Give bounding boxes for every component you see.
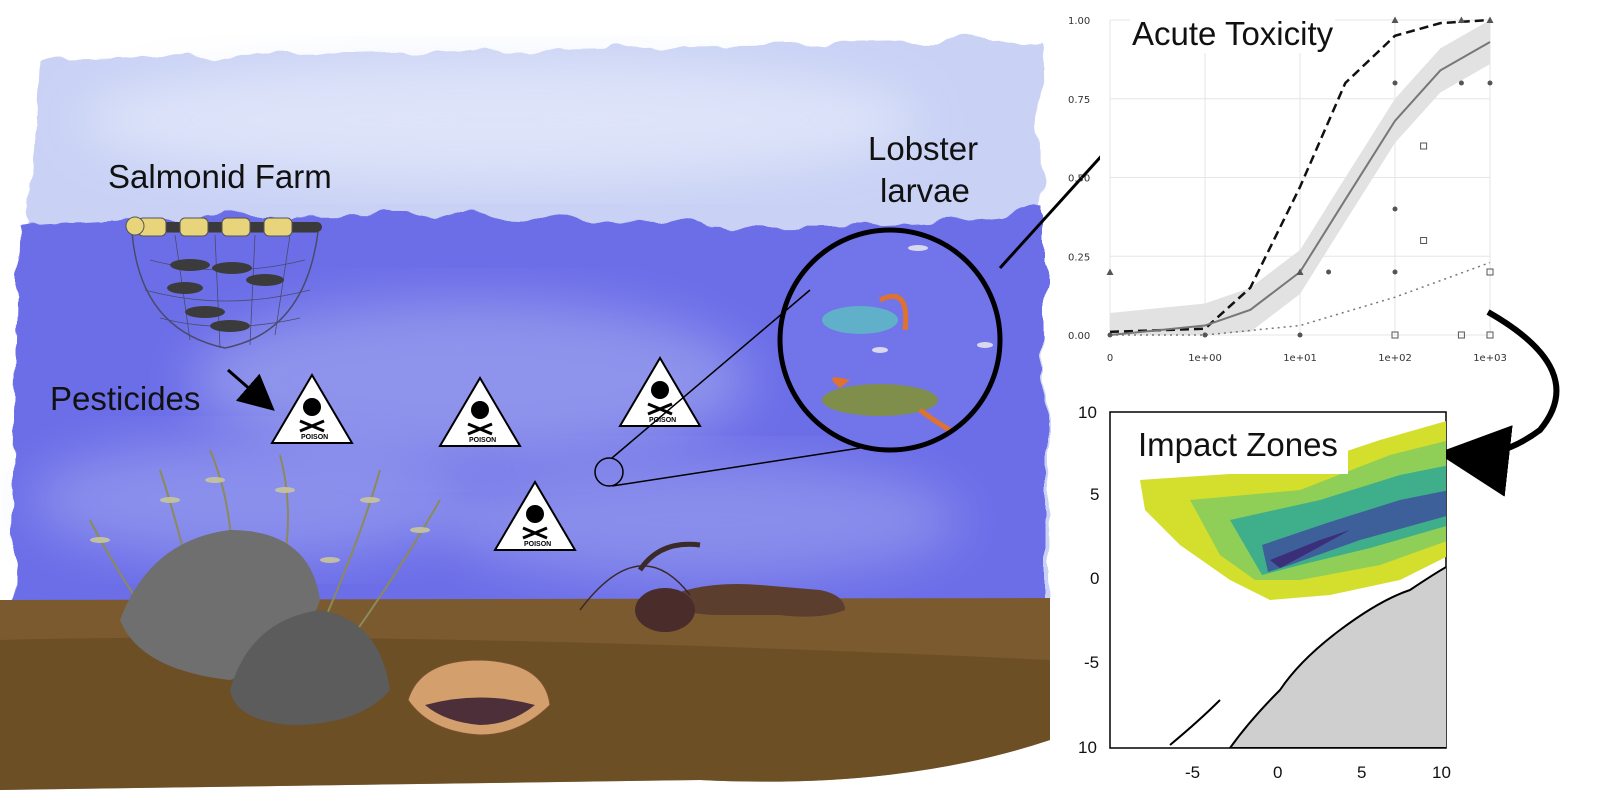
poison-sign: POISON (438, 376, 522, 447)
map-xtick: 10 (1432, 763, 1451, 782)
data-point (1326, 269, 1332, 275)
map-ytick: 10 (1078, 738, 1097, 757)
data-point (1486, 268, 1494, 276)
data-point (1420, 142, 1428, 150)
y-tick-label: 0.25 (1068, 252, 1090, 263)
acute-toxicity-label: Acute Toxicity (1130, 15, 1336, 53)
poison-sign: POISON (493, 480, 577, 551)
poison-sign-text: POISON (469, 437, 496, 444)
data-point (1458, 80, 1464, 86)
salmonid-farm-label: Salmonid Farm (108, 158, 332, 195)
data-point (1486, 16, 1494, 23)
map-xtick: 5 (1357, 763, 1366, 782)
lobster (579, 541, 845, 632)
y-tick-label: 0.50 (1068, 174, 1090, 185)
data-point (1391, 331, 1399, 339)
map-xtick: -5 (1185, 763, 1200, 782)
data-point (1296, 268, 1304, 275)
impact-zones-label: Impact Zones (1128, 420, 1348, 474)
x-tick-label: 1e+01 (1283, 353, 1317, 364)
lobster-larvae-label: Lobster (868, 130, 979, 167)
data-point (1392, 206, 1398, 212)
magnifier-circle-icon (594, 227, 1003, 487)
data-point (1487, 80, 1493, 86)
map-ytick: 10 (1078, 403, 1097, 422)
x-tick-label: 1e+02 (1378, 353, 1412, 364)
scallop (407, 659, 551, 736)
data-point (1457, 331, 1465, 339)
poison-sign: POISON (618, 356, 702, 427)
pesticides-label: Pesticides (50, 380, 201, 417)
poison-sign-text: POISON (524, 541, 551, 548)
y-tick-label: 1.00 (1068, 16, 1090, 27)
series-solid-line (1109, 41, 1491, 336)
map-ytick: -5 (1084, 653, 1099, 672)
y-tick-label: 0.75 (1068, 95, 1090, 106)
lobster-larvae-label-line2: larvae (880, 172, 970, 209)
map-ytick: 0 (1090, 569, 1099, 588)
pesticide-arrow-icon (227, 368, 275, 411)
data-point (1457, 16, 1465, 23)
y-tick-label: 0.00 (1068, 331, 1090, 342)
data-point (1392, 80, 1398, 86)
x-tick-label: 0 (1107, 353, 1113, 364)
data-point (1107, 332, 1113, 338)
x-tick-label: 1e+03 (1473, 353, 1507, 364)
poison-sign-text: POISON (301, 434, 328, 441)
curved-arrow-icon (1437, 309, 1560, 497)
map-xtick: 0 (1273, 763, 1282, 782)
data-point (1297, 332, 1303, 338)
data-point (1106, 268, 1114, 275)
data-point (1392, 269, 1398, 275)
data-point (1391, 16, 1399, 23)
acute-toxicity-plot: 0.00 0.25 0.50 0.75 1.00 0 1e+00 1e+01 1e+02 1e+0… (1068, 8, 1507, 364)
data-point (1202, 332, 1208, 338)
x-tick-label: 1e+00 (1188, 353, 1222, 364)
rock (230, 610, 390, 725)
poison-sign: POISON (270, 373, 354, 444)
poison-sign-text: POISON (649, 417, 676, 424)
map-ytick: 5 (1090, 485, 1099, 504)
salmon-farm-cage (125, 216, 322, 349)
confidence-band (1110, 20, 1490, 335)
data-point (1486, 331, 1494, 339)
data-point (1420, 237, 1428, 244)
